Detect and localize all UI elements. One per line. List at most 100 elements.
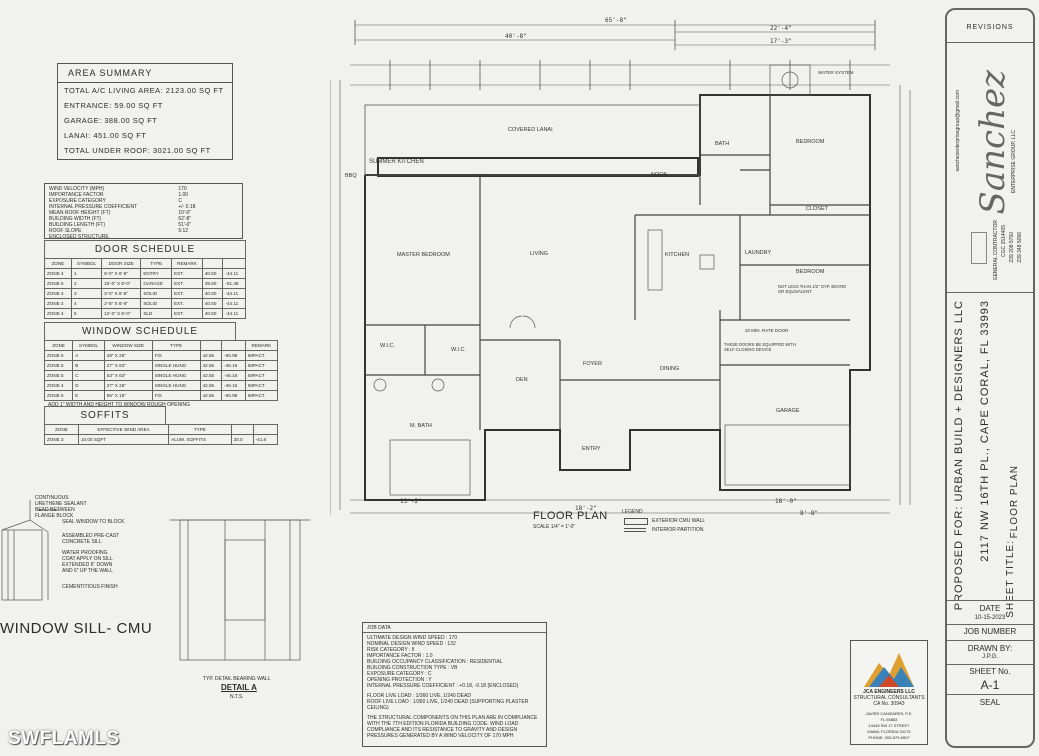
door-schedule-title: DOOR SCHEDULE [44, 240, 246, 258]
wind-label: EXPOSURE CATEGORY [49, 198, 106, 204]
col-header: ZONE [43, 340, 74, 351]
room-kitchen: KITCHEN [665, 252, 690, 258]
cell: B [72, 360, 105, 371]
col-header: EFFECTIVE WIND AREA [77, 424, 170, 435]
job-line: OPENING PROTECTION : Y [367, 677, 432, 683]
door-schedule: DOOR SCHEDULE ZONE SYMBOL DOOR SIZE TYPE… [44, 240, 246, 319]
phone: 239 348 5096 [1017, 232, 1023, 263]
sill-note: SEAL WINDOW TO BLOCK [62, 519, 125, 525]
job-line: BUILDING CONSTRUCTION TYPE : VB [367, 665, 458, 671]
engineer-line: JAVIER CANIZARES, P.E. [865, 711, 913, 716]
room-bedroom-1: BEDROOM [796, 139, 825, 145]
job-line: FLOOR LIVE LOAD : 1/360 LIVE, 1/240 DEAD [367, 693, 471, 699]
cell: -44.11 [222, 288, 246, 299]
job-line: EXPOSURE CATEGORY : C [367, 671, 432, 677]
cell: 96" X 15" [103, 390, 153, 401]
cell: 40.50 [201, 288, 224, 299]
cell: 42.55 [199, 380, 223, 391]
wind-value: 5:12 [178, 228, 189, 234]
cell: 10.00 SQFT [77, 434, 170, 445]
cell: ZONE 5 [43, 350, 74, 361]
watermark: SWFLAMLS [8, 728, 120, 749]
window-note: ADD 1" WIDTH AND HEIGHT TO WINDOW ROUGH … [48, 402, 191, 408]
cell: -56.98 [221, 390, 246, 401]
room-covered-lanai: COVERED LANAI [508, 127, 553, 133]
col-header: ZONE [44, 424, 79, 435]
window-schedule: WINDOW SCHEDULE ZONE SYMBOL WINDOW SIZE … [43, 322, 279, 409]
cell: -46.16 [221, 360, 246, 371]
cell: ZONE 4 [44, 298, 72, 309]
seal-label: SEAL [979, 698, 1001, 707]
company-logo-icon [971, 232, 987, 264]
engineer-subtitle: STRUCTURAL CONSULTANTS [853, 695, 925, 701]
cell: IMPACT [244, 380, 279, 391]
col-header [230, 424, 254, 435]
col-header [199, 340, 223, 351]
svg-text:22'-4": 22'-4" [770, 25, 792, 32]
date-value: 10-15-2023 [974, 615, 1006, 621]
cell: -56.98 [221, 350, 246, 361]
cell: ZONE 3 [44, 434, 79, 445]
room-bedroom-2: BEDROOM [796, 269, 825, 275]
area-row: TOTAL UNDER ROOF: 3021.00 SQ FT [64, 146, 211, 155]
col-header: TYPE [168, 424, 232, 435]
window-schedule-title: WINDOW SCHEDULE [44, 322, 236, 340]
col-header: TYPE [151, 340, 201, 351]
legend-title: LEGEND [622, 509, 643, 515]
room-living: LIVING [530, 251, 549, 257]
wind-label: ENCLOSED STRUCTURE [49, 234, 109, 240]
col-header: REMARK [244, 340, 279, 351]
soffits-title: SOFFITS [44, 406, 166, 424]
svg-text:8'-8": 8'-8" [800, 510, 818, 517]
area-row: LANAI: 451.00 SQ FT [64, 131, 147, 140]
wind-value: 170 [178, 186, 187, 192]
job-line: INTERNAL PRESSURE COEFFICIENT : +0.18, -… [367, 683, 519, 689]
cell: 40.50 [201, 308, 224, 319]
cell: EXT. [171, 288, 203, 299]
cell: -44.11 [222, 298, 246, 309]
job-line: NOMINAL DESIGN WIND SPEED : 132 [367, 641, 456, 647]
cell: 2 [70, 278, 103, 289]
sheet-no: A-1 [980, 678, 1000, 692]
engineer-stamp: JCA ENGINEERS LLC STRUCTURAL CONSULTANTS… [850, 640, 928, 745]
cell: ZONE 5 [43, 360, 74, 371]
legend-swatch-int [624, 528, 646, 532]
room-wic-1: W.I.C. [380, 343, 395, 349]
col-header: WINDOW SIZE [103, 340, 153, 351]
job-line: ROOF LIVE LOAD : 1/360 LIVE, 1/240 DEAD … [367, 699, 529, 711]
legend-swatch-ext [624, 518, 648, 525]
cell: C [72, 370, 105, 381]
svg-text:17'-3": 17'-3" [770, 38, 792, 45]
cell: ALUM. SOFFITS [168, 434, 232, 445]
col-header: SYMBOL [70, 258, 103, 269]
cell: 42.55 [199, 390, 223, 401]
wind-label: BUILDING LENGTH (FT) [49, 222, 106, 228]
room-wic-2: W.I.C. [451, 347, 466, 353]
cell: EXT. [171, 308, 203, 319]
cell: EXT. [171, 268, 203, 279]
room-garage: GARAGE [776, 408, 800, 414]
drawn-by-label: DRAWN BY: [967, 644, 1013, 653]
col-header: TYPE [140, 258, 173, 269]
svg-text:18'-0": 18'-0" [775, 498, 797, 505]
cell: -51.48 [222, 278, 246, 289]
cell: 42.55 [199, 350, 223, 361]
cell: ENTRY [140, 268, 173, 279]
engineer-line: 14445 SW 17 STREET [868, 723, 910, 728]
job-line: BUILDING OCCUPANCY CLASSIFICATION : RESI… [367, 659, 503, 665]
cell: 3 [70, 288, 103, 299]
table-header-row: ZONE SYMBOL WINDOW SIZE TYPE REMARK [43, 340, 279, 351]
job-line: THE STRUCTURAL COMPONENTS ON THIS PLAN A… [367, 715, 538, 739]
sheet-no-label: SHEET No. [969, 667, 1011, 676]
floor-plan-scale: SCALE 1/4" = 1'-0" [533, 524, 576, 530]
cell: GARAGE [140, 278, 173, 289]
table-header-row: ZONE SYMBOL DOOR SIZE TYPE REMARK [44, 258, 246, 269]
cell: -46.16 [221, 380, 246, 391]
cell: 4 [70, 298, 103, 309]
drawn-by-value: J.P.G. [982, 654, 998, 660]
cell: SINGLE HUNG [151, 370, 201, 381]
wind-value: 10'-0" [178, 210, 192, 216]
sill-note: ASSEMBLED PRE-CAST CONCRETE SILL [62, 533, 120, 545]
